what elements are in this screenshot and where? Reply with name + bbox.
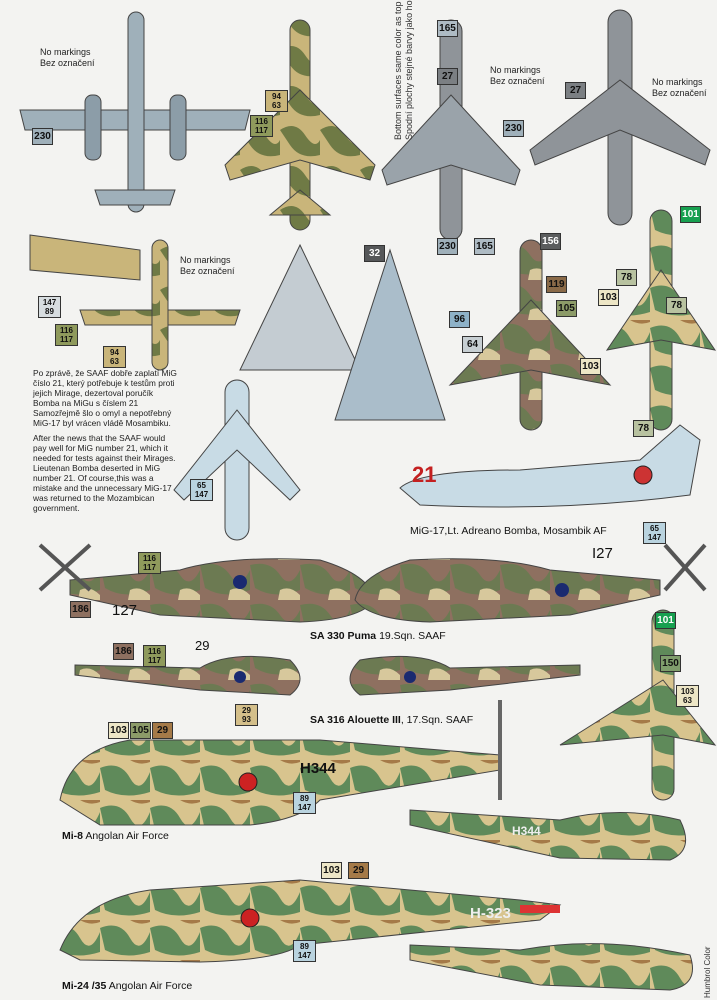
caption-rest: Angolan Air Force	[106, 980, 193, 992]
caption-bold: Mi-8	[62, 830, 83, 842]
caption-bold: Mi-24 /35	[62, 980, 107, 992]
puma-serial: I27	[592, 545, 613, 562]
color-chip-101: 101	[655, 612, 676, 629]
color-chip-119: 119	[546, 276, 567, 293]
story-block: Po zprávě, že SAAF dobře zaplatí MiG čís…	[33, 368, 181, 513]
note-cz: Bez označení	[490, 76, 545, 86]
impala	[29, 234, 241, 371]
humbrol-footer: Humbrol Color	[703, 946, 712, 998]
color-chip-64: 64	[462, 336, 483, 353]
note-cz: Spodní plochy stejné barvy jako horní	[404, 0, 414, 140]
color-chip-150: 150	[660, 655, 681, 672]
color-chip-230: 230	[437, 238, 458, 255]
mi24-side	[59, 879, 562, 963]
alouette-left	[74, 655, 301, 696]
mig21-camo	[448, 239, 612, 431]
caption-alouette: SA 316 Alouette III, 17.Sqn. SAAF	[310, 714, 473, 726]
canberra-topview	[19, 11, 251, 213]
note-en: No markings	[180, 255, 231, 265]
alouette-right	[349, 655, 581, 696]
mi24-serial: H-323	[470, 905, 511, 922]
note-en: No markings	[40, 47, 91, 57]
mi8-serial: H344	[300, 760, 336, 777]
story-cz: Po zprávě, že SAAF dobře zaplatí MiG čís…	[33, 368, 177, 428]
note-en: No markings	[490, 65, 541, 75]
note-cz: Bez označení	[40, 58, 95, 68]
mirage-f1-camo	[224, 19, 376, 231]
color-chip-29: 29	[152, 722, 173, 739]
mig21-sand	[605, 209, 717, 431]
mig17-number: 21	[412, 462, 437, 487]
color-chip-105: 105	[556, 300, 577, 317]
color-chip-78: 78	[633, 420, 654, 437]
story-en: After the news that the SAAF would pay w…	[33, 433, 176, 513]
mi8-side	[59, 700, 502, 826]
puma-left	[38, 543, 376, 623]
note-cz: Bez označení	[180, 266, 235, 276]
caption-mi24: Mi-24 /35 Angolan Air Force	[62, 980, 192, 992]
note-cz: Bez označení	[652, 88, 707, 98]
color-chip-165: 165	[437, 20, 458, 37]
caption-puma: SA 330 Puma 19.Sqn. SAAF	[310, 630, 446, 642]
caption-rest: 19.Sqn. SAAF	[376, 630, 446, 642]
color-chip-230: 230	[32, 128, 53, 145]
color-chip-32: 32	[364, 245, 385, 262]
color-chip-101: 101	[680, 206, 701, 223]
color-chip-27: 27	[565, 82, 586, 99]
mi24-small	[409, 943, 693, 991]
mi8-small	[409, 809, 687, 861]
puma-serial: 127	[112, 602, 138, 619]
color-chip-105: 105	[130, 722, 151, 739]
caption-mig17: MiG-17,Lt. Adreano Bomba, Mosambik AF	[410, 525, 607, 537]
mig17-topview	[173, 379, 301, 541]
color-chip-103: 103	[321, 862, 342, 879]
note-en: No markings	[652, 77, 703, 87]
color-chip-156: 156	[540, 233, 561, 250]
color-chip-27: 27	[437, 68, 458, 85]
color-chip-78: 78	[666, 297, 687, 314]
caption-rest: , 17.Sqn. SAAF	[400, 714, 474, 726]
puma-right	[354, 543, 707, 623]
mi8-serial: H344	[512, 824, 541, 838]
color-chip-165: 165	[474, 238, 495, 255]
color-chip-186: 186	[113, 643, 134, 660]
mig17-sideview	[399, 424, 701, 508]
color-chip-103: 103	[108, 722, 129, 739]
color-chip-29: 29	[348, 862, 369, 879]
caption-bold: SA 316 Alouette III	[310, 714, 401, 726]
color-chip-78: 78	[616, 269, 637, 286]
caption-rest: Angolan Air Force	[83, 830, 169, 842]
note-en: Bottom surfaces same color as top	[393, 1, 403, 140]
color-chip-230: 230	[503, 120, 524, 137]
buccaneer	[529, 9, 711, 226]
caption-mi8: Mi-8 Angolan Air Force	[62, 830, 169, 842]
mirage-iii-delta	[239, 243, 446, 421]
color-chip-103: 103	[598, 289, 619, 306]
caption-bold: SA 330 Puma	[310, 630, 377, 642]
color-chip-103: 103	[580, 358, 601, 375]
alouette-serial: 29	[195, 638, 210, 653]
color-chip-96: 96	[449, 311, 470, 328]
color-chip-186: 186	[70, 601, 91, 618]
